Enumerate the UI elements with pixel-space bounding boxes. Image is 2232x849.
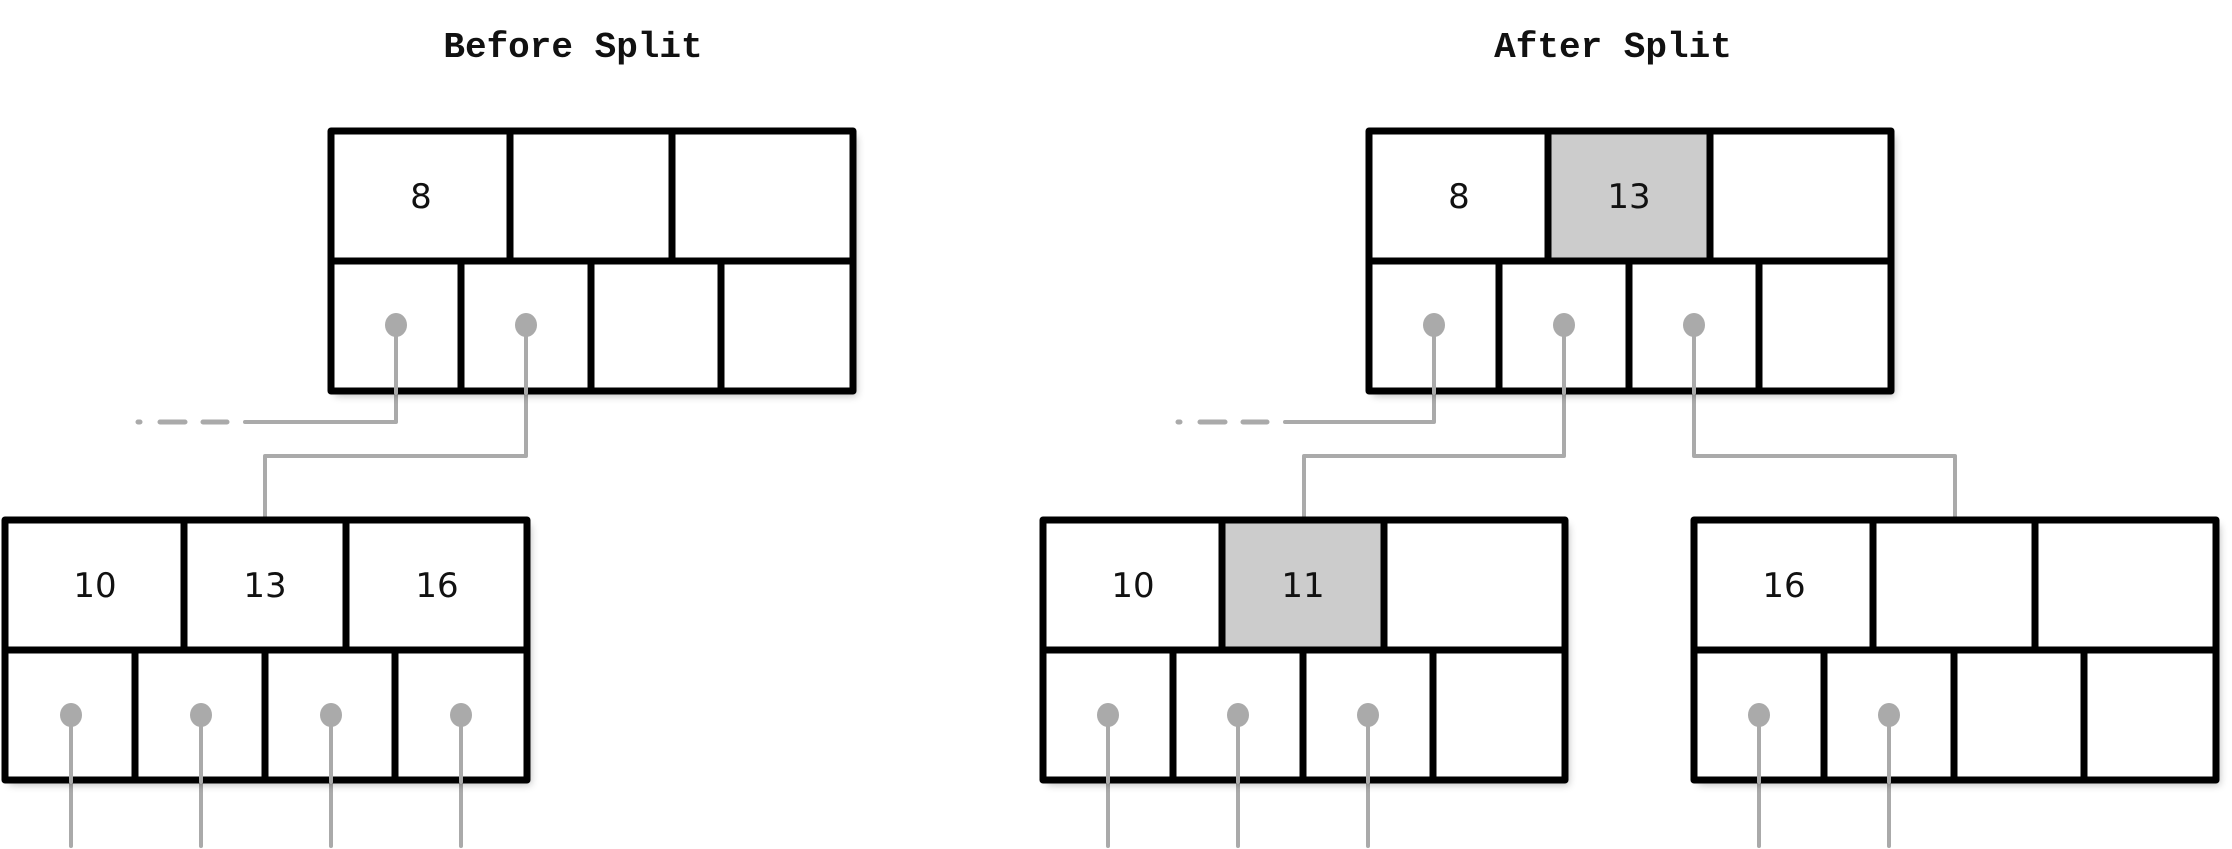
key-cell-1: 8: [1448, 177, 1470, 217]
after-root-node: 8 13: [1365, 127, 1895, 395]
key-cell-2: 11: [1281, 566, 1324, 606]
key-cell-1: 10: [1111, 566, 1154, 606]
highlighted-key-cell: [1222, 520, 1384, 650]
after-split-title: After Split: [1494, 27, 1732, 68]
after-right-leaf-node: 16: [1690, 516, 2220, 784]
before-leaf-node: 10 13 16: [1, 516, 531, 784]
key-cell-2: 13: [243, 566, 286, 606]
key-cell-2: 13: [1607, 177, 1650, 217]
key-cell-3: 16: [415, 566, 458, 606]
key-cell-1: 16: [1762, 566, 1805, 606]
key-cell-1: 10: [73, 566, 116, 606]
before-root-node: 8: [327, 127, 857, 395]
key-cell-1: 8: [410, 177, 432, 217]
highlighted-key-cell: [1548, 131, 1710, 261]
before-split-title: Before Split: [443, 27, 702, 68]
after-left-leaf-node: 10 11: [1039, 516, 1569, 784]
